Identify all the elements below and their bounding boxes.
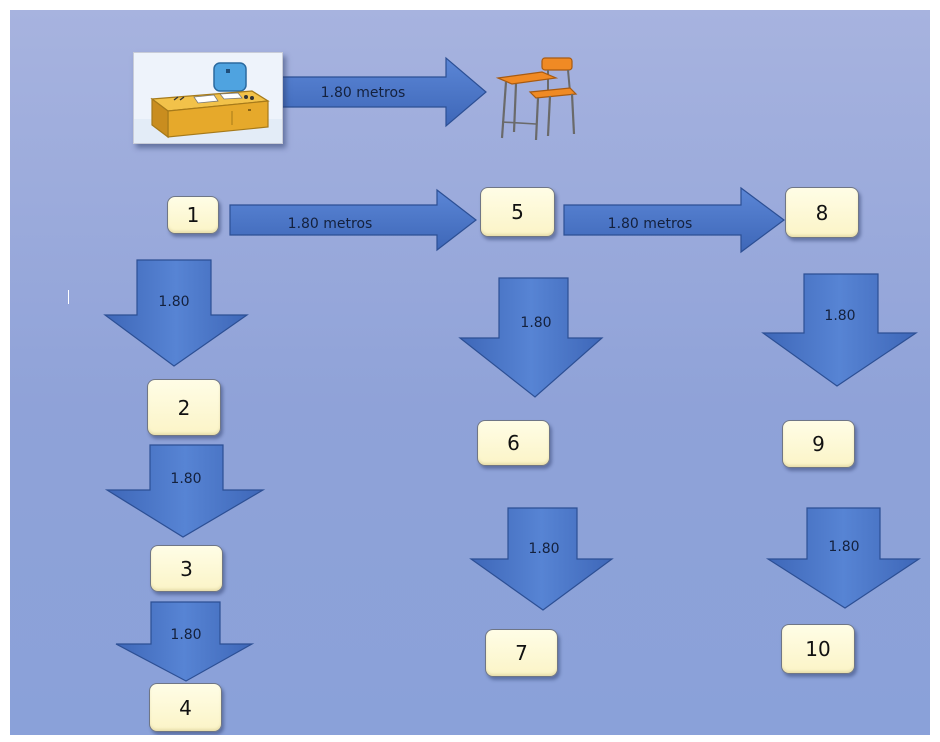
box-2: 2 bbox=[147, 379, 221, 436]
header-arrow: 1.80 metros bbox=[281, 56, 487, 128]
arrow-1-to-2: 1.80 bbox=[103, 259, 249, 367]
box-3: 3 bbox=[150, 545, 223, 592]
box-9: 9 bbox=[782, 420, 855, 468]
arrow-1-to-2-label: 1.80 bbox=[158, 294, 189, 310]
box-1: 1 bbox=[167, 196, 219, 234]
arrow-5-to-6-label: 1.80 bbox=[520, 315, 551, 331]
student-desk-icon bbox=[495, 57, 578, 141]
arrow-1-to-5: 1.80 metros bbox=[229, 188, 477, 252]
arrow-5-to-6: 1.80 bbox=[458, 277, 604, 398]
box-7: 7 bbox=[485, 629, 558, 677]
arrow-6-to-7-label: 1.80 bbox=[528, 541, 559, 557]
text-cursor-mark bbox=[68, 290, 69, 304]
arrow-1-to-5-label: 1.80 metros bbox=[288, 216, 373, 232]
arrow-5-to-8-label: 1.80 metros bbox=[608, 216, 693, 232]
header-arrow-label: 1.80 metros bbox=[321, 85, 406, 101]
arrows-layer: 1.80 metros 1.80 metros 1.80 metros 1.80… bbox=[103, 56, 921, 682]
arrow-3-to-4-label: 1.80 bbox=[170, 627, 201, 643]
box-6: 6 bbox=[477, 420, 550, 466]
arrow-8-to-9: 1.80 bbox=[761, 273, 918, 387]
box-8: 8 bbox=[785, 187, 859, 238]
arrow-2-to-3-label: 1.80 bbox=[170, 471, 201, 487]
box-5: 5 bbox=[480, 187, 555, 237]
arrow-9-to-10-label: 1.80 bbox=[828, 539, 859, 555]
arrow-5-to-8: 1.80 metros bbox=[563, 186, 786, 254]
arrow-2-to-3: 1.80 bbox=[104, 444, 266, 538]
box-4: 4 bbox=[149, 683, 222, 732]
teacher-desk-icon bbox=[133, 52, 283, 144]
arrow-6-to-7: 1.80 bbox=[469, 507, 614, 611]
box-10: 10 bbox=[781, 624, 855, 674]
arrow-9-to-10: 1.80 bbox=[765, 507, 921, 609]
arrow-3-to-4: 1.80 bbox=[115, 601, 255, 682]
diagram-slide: 1.80 metros 1.80 metros 1.80 metros 1.80… bbox=[10, 10, 930, 735]
arrow-8-to-9-label: 1.80 bbox=[824, 308, 855, 324]
